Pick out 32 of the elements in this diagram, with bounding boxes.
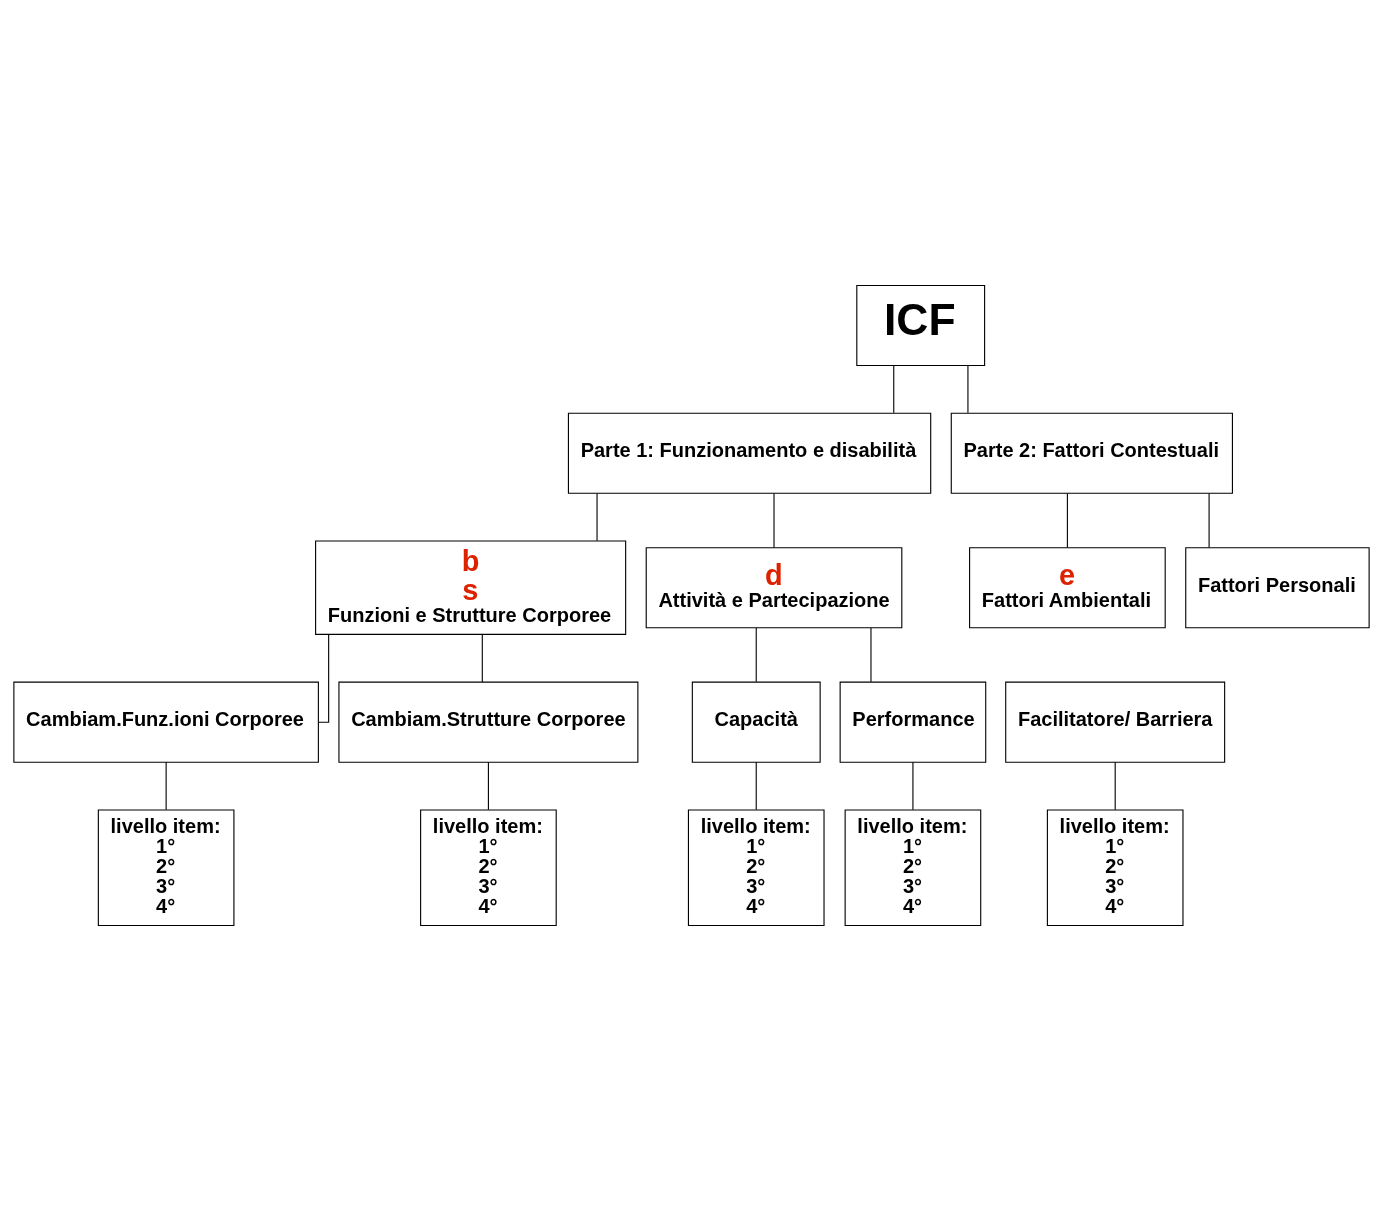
node-box: livello item: 1° 2° 3° 4°: [97, 808, 234, 926]
node-box: Parte 2: Fattori Contestuali: [950, 412, 1233, 494]
node-box: b s Funzioni e Strutture Corporee: [314, 540, 626, 635]
connector: [755, 627, 757, 682]
connector: [165, 761, 167, 810]
node-box: Cambiam.Strutture Corporee: [337, 681, 638, 763]
node-box: d Attività e Partecipazione: [645, 546, 902, 628]
node-box: Facilitatore/ Barriera: [1004, 681, 1225, 763]
node-box: e Fattori Ambientali: [968, 546, 1166, 628]
node-box: livello item: 1° 2° 3° 4°: [419, 808, 557, 926]
node-box: livello item: 1° 2° 3° 4°: [1046, 808, 1184, 926]
connector: [596, 492, 598, 541]
node-box: ICF: [855, 284, 985, 366]
connector: [772, 492, 775, 548]
connector: [487, 761, 489, 810]
connector: [755, 761, 757, 810]
connector: [869, 627, 872, 682]
connector: [1114, 761, 1116, 810]
connector: [892, 364, 894, 413]
node-box: livello item: 1° 2° 3° 4°: [844, 808, 981, 926]
connector: [1208, 492, 1210, 548]
node-box: Fattori Personali: [1184, 546, 1370, 628]
connector: [1066, 492, 1068, 548]
node-box: livello item: 1° 2° 3° 4°: [687, 808, 825, 926]
connector: [481, 633, 483, 683]
node-box: Performance: [839, 681, 986, 763]
connector: [911, 761, 913, 810]
node-box: Capacità: [691, 681, 821, 763]
connector: [317, 633, 329, 723]
node-box: Parte 1: Funzionamento e disabilità: [567, 412, 931, 494]
node-box: Cambiam.Funz.ioni Corporee: [12, 681, 319, 763]
connector: [966, 364, 968, 413]
